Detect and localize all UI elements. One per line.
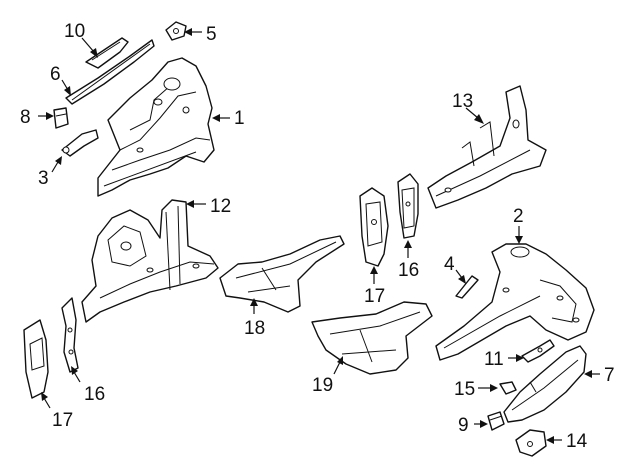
part-9-block xyxy=(487,411,505,431)
callout-4: 4 xyxy=(444,254,455,275)
part-1-apron xyxy=(97,57,215,197)
callout-2: 2 xyxy=(513,206,524,227)
callout-17-center: 17 xyxy=(364,286,385,307)
callout-6: 6 xyxy=(50,64,61,85)
callout-labels: 10 5 6 8 1 3 13 12 2 4 16 17 18 19 16 17… xyxy=(20,21,615,452)
part-12-apron xyxy=(81,199,219,323)
part-19-rail xyxy=(311,301,433,375)
part-11-bracket xyxy=(521,339,555,363)
part-14-bracket xyxy=(515,429,547,457)
callout-17-left: 17 xyxy=(52,410,73,431)
leader-lines xyxy=(38,28,600,444)
part-17-center xyxy=(359,187,389,267)
part-18-rail xyxy=(219,235,345,313)
part-5-clip xyxy=(165,21,187,41)
part-16-center xyxy=(397,173,419,239)
callout-8: 8 xyxy=(20,107,31,128)
callout-9: 9 xyxy=(458,415,469,436)
part-17-left xyxy=(23,319,49,399)
part-8-bracket xyxy=(53,107,69,129)
callout-11: 11 xyxy=(484,349,504,370)
callout-16-left: 16 xyxy=(84,384,105,405)
callout-18: 18 xyxy=(244,318,265,339)
callout-15: 15 xyxy=(454,379,475,400)
callout-10: 10 xyxy=(64,21,85,42)
callout-14: 14 xyxy=(566,431,588,452)
part-16-left xyxy=(61,297,79,373)
part-4-plate xyxy=(455,275,479,299)
part-2-apron xyxy=(435,243,595,361)
callout-1: 1 xyxy=(234,108,245,129)
part-13-assembly xyxy=(427,85,547,209)
callout-7: 7 xyxy=(604,365,615,386)
callout-19: 19 xyxy=(312,375,333,396)
callout-3: 3 xyxy=(38,168,49,189)
part-10-bracket xyxy=(85,37,129,69)
part-7-rail xyxy=(503,345,587,423)
part-15-clip xyxy=(499,381,517,395)
part-3-bracket xyxy=(61,129,99,157)
callout-5: 5 xyxy=(206,24,217,45)
part-6-rail xyxy=(65,39,155,105)
callout-16-center: 16 xyxy=(398,260,419,281)
callout-13: 13 xyxy=(452,91,473,112)
callout-12: 12 xyxy=(210,196,231,217)
